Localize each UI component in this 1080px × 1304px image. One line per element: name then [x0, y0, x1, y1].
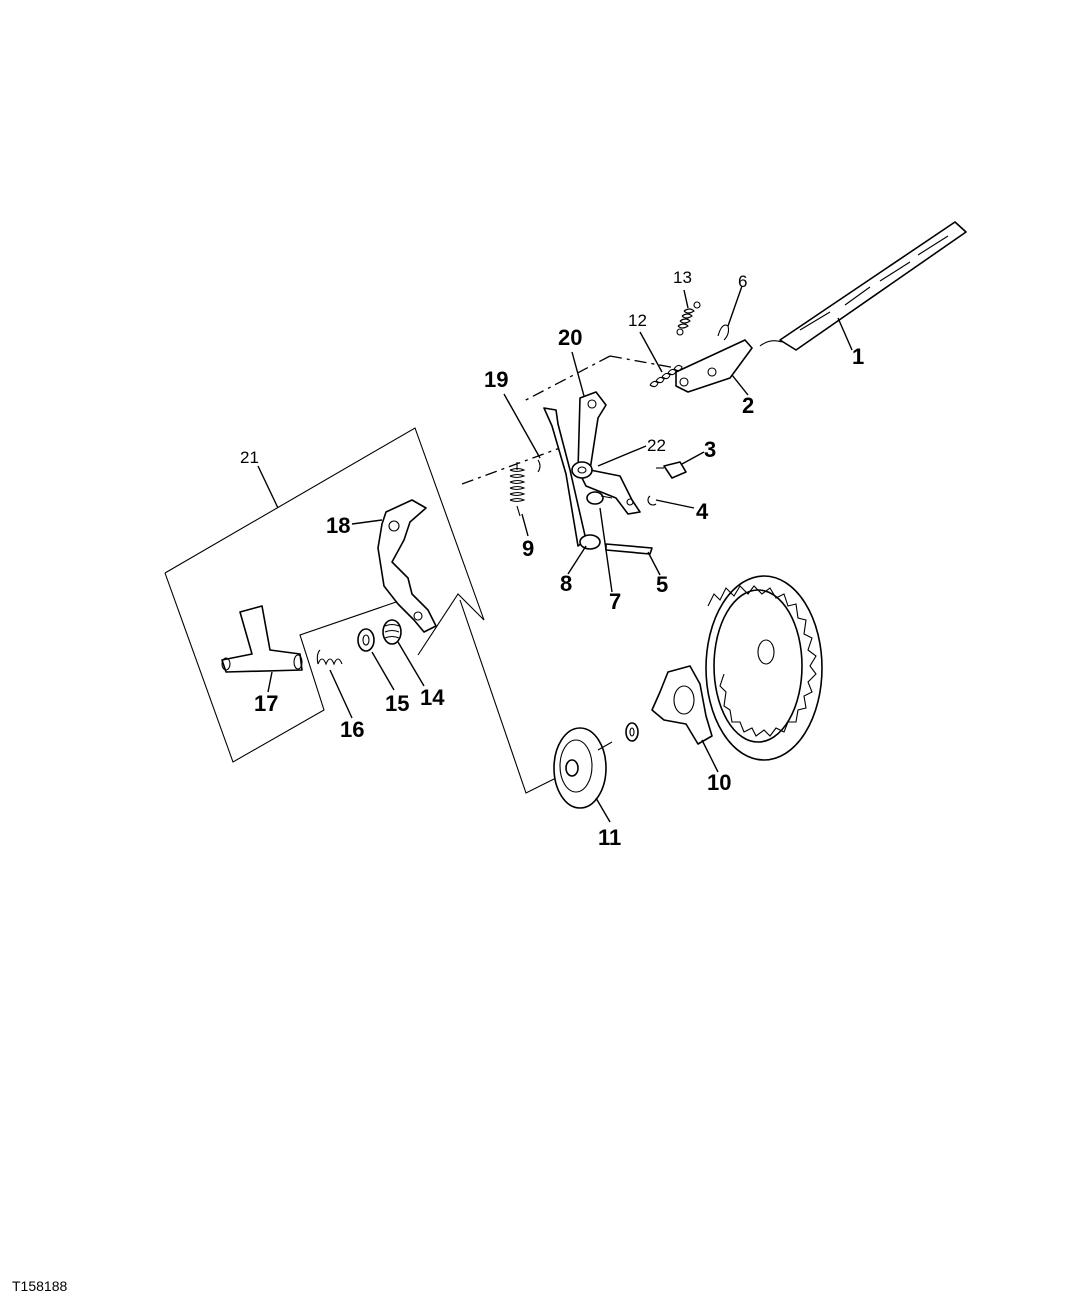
pin-part-5	[605, 543, 653, 555]
callout-19: 19	[484, 367, 508, 392]
callout-2: 2	[742, 393, 754, 418]
spring-part-12	[649, 364, 683, 388]
callout-17: 17	[254, 691, 278, 716]
link-part-8	[579, 534, 601, 550]
callout-labels: 1 2 3 4 5 6 7 8 9 10 11 12 13 14 15 16 1…	[240, 268, 864, 850]
callout-11: 11	[598, 825, 621, 850]
shaft-part-17	[221, 605, 303, 673]
flyweight-part-10	[651, 665, 713, 745]
callout-14: 14	[420, 685, 445, 710]
washer-part-15	[357, 628, 375, 652]
bolt-part-7	[586, 491, 613, 505]
callout-20: 20	[558, 325, 582, 350]
callout-1: 1	[852, 344, 864, 369]
leader-lines	[257, 285, 853, 823]
callout-12: 12	[628, 311, 647, 330]
callout-21: 21	[240, 448, 259, 467]
callout-9: 9	[522, 536, 534, 561]
clip-part-6	[717, 324, 730, 341]
bushing-part-22	[571, 461, 593, 479]
governor-arm-part-20	[577, 391, 641, 515]
callout-15: 15	[385, 691, 409, 716]
callout-5: 5	[656, 572, 668, 597]
spring-part-16	[316, 649, 343, 666]
spring-part-13	[676, 301, 701, 336]
callout-6: 6	[738, 272, 747, 291]
governor-rod-part-1	[759, 221, 967, 351]
assembly-21-outline	[164, 427, 561, 794]
figure-id: T158188	[12, 1278, 67, 1294]
callout-8: 8	[560, 571, 572, 596]
alignment-lines	[461, 355, 677, 485]
spring-part-14	[382, 619, 402, 645]
shaft-arm-part-18	[377, 499, 437, 633]
lever-part-2	[675, 339, 753, 393]
callout-16: 16	[340, 717, 364, 742]
clip-part-3	[656, 461, 687, 479]
callout-13: 13	[673, 268, 692, 287]
callout-22: 22	[647, 436, 666, 455]
callout-3: 3	[704, 437, 716, 462]
callout-7: 7	[609, 589, 621, 614]
washer-near-plate	[625, 722, 639, 742]
ring-part-4	[647, 495, 657, 506]
gear	[705, 575, 823, 761]
callout-18: 18	[326, 513, 350, 538]
plate-part-11	[553, 727, 613, 809]
callout-10: 10	[707, 770, 731, 795]
callout-4: 4	[696, 499, 709, 524]
spring-part-9	[509, 462, 526, 517]
